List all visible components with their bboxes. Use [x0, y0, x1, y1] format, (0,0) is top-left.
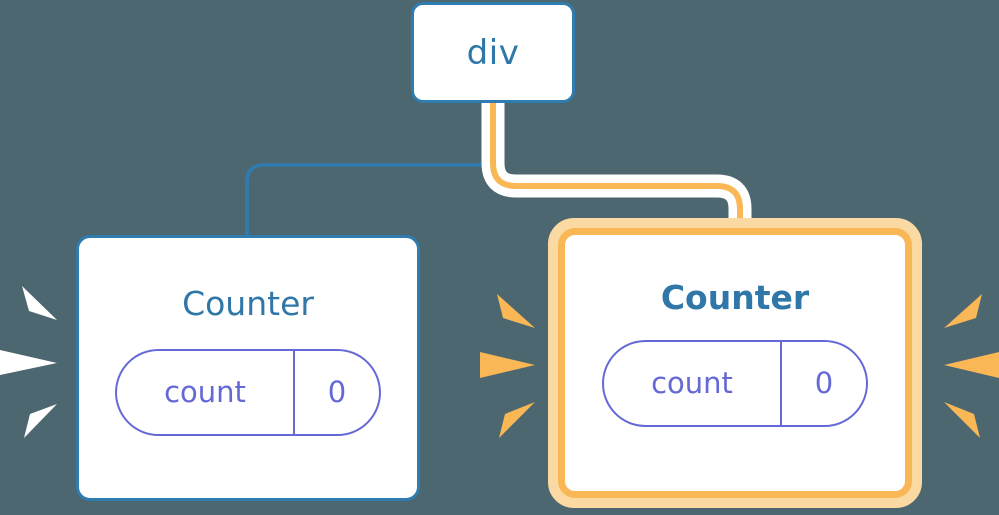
- node-counter-left-title: Counter: [182, 284, 314, 323]
- spark-icon: [480, 352, 535, 378]
- spark-icon: [944, 402, 980, 438]
- edge-div-to-counter-left: [245, 103, 495, 238]
- node-counter-left[interactable]: Counter count 0: [76, 235, 420, 501]
- spark-icon: [944, 352, 999, 378]
- node-counter-right-title: Counter: [660, 278, 810, 317]
- node-div[interactable]: div: [411, 2, 575, 103]
- node-div-label: div: [466, 32, 520, 73]
- state-value-right: 0: [780, 342, 866, 425]
- state-key-left: count: [164, 375, 246, 409]
- spark-burst-right-counter-right: [944, 294, 999, 438]
- spark-icon: [497, 294, 535, 328]
- spark-icon: [22, 286, 57, 320]
- state-pill-left: count 0: [115, 349, 381, 436]
- spark-icon: [24, 404, 57, 438]
- spark-burst-left-counter-left: [0, 286, 57, 438]
- node-counter-right[interactable]: Counter count 0: [548, 218, 922, 508]
- state-key-right: count: [651, 366, 733, 400]
- state-value-left: 0: [293, 351, 379, 434]
- node-counter-right-inner: Counter count 0: [558, 228, 912, 498]
- spark-burst-left-counter-right: [480, 294, 535, 438]
- spark-icon: [944, 294, 982, 328]
- spark-icon: [499, 402, 535, 438]
- state-pill-right: count 0: [602, 340, 868, 427]
- spark-icon: [0, 350, 57, 375]
